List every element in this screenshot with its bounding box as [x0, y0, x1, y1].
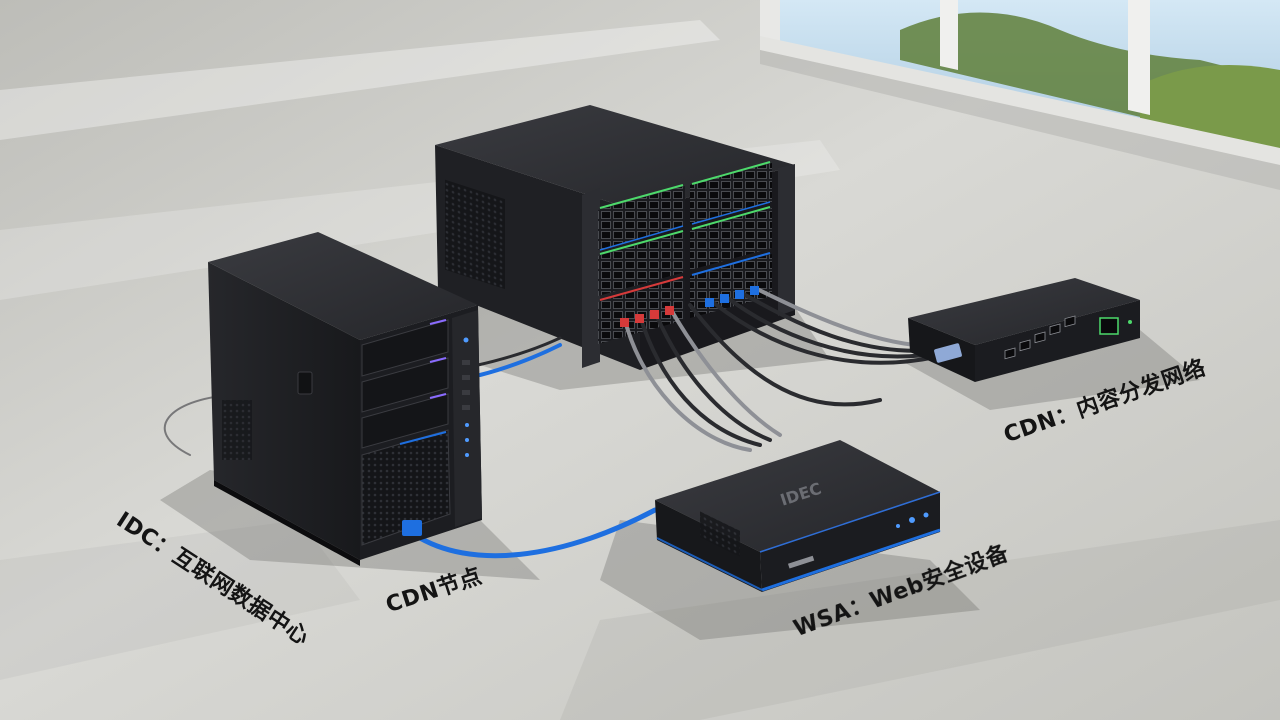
cdn-switch — [908, 278, 1140, 382]
switch-ports — [1004, 315, 1076, 360]
cable-plugs — [620, 286, 759, 327]
tower-server — [208, 232, 482, 566]
wsa-appliance: IDEC — [655, 440, 941, 592]
window — [760, 0, 1280, 190]
rack-switch-modules — [598, 161, 772, 344]
rack-server — [435, 105, 795, 370]
